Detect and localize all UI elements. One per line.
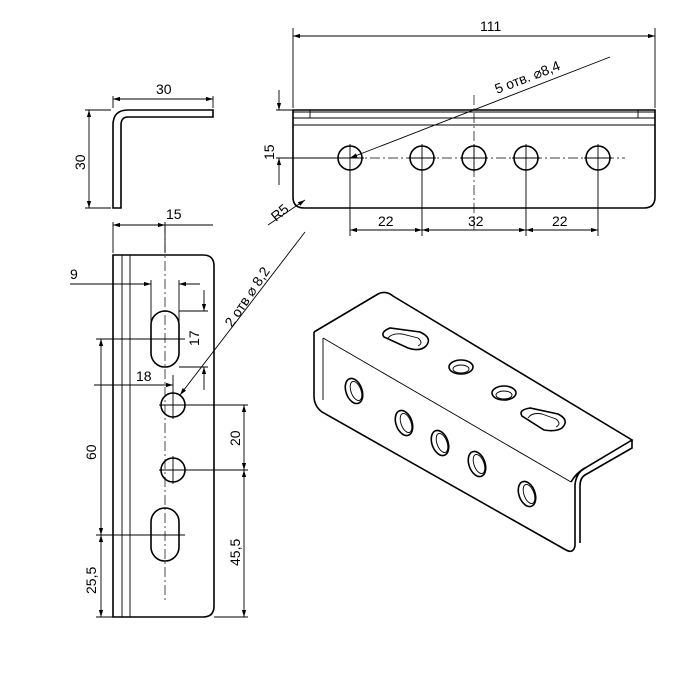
dim-pitch-middle: 32	[468, 213, 484, 229]
dim-hole-offset: 18	[136, 368, 152, 384]
iso-front-face	[313, 332, 586, 553]
isometric-view	[313, 291, 634, 553]
top-view: 111 15 R5 22 32 22 5 отв. ⌀8,4	[261, 18, 656, 236]
dim-slot-width: 9	[70, 266, 78, 282]
slot	[145, 310, 185, 368]
dim-hole-row-height: 15	[261, 144, 277, 160]
dim-slot-length: 17	[186, 330, 202, 346]
hole	[512, 144, 540, 172]
dim-corner-radius: R5	[268, 200, 292, 224]
iso-hole	[430, 429, 450, 457]
iso-hole	[394, 409, 414, 437]
dim-pitch-left: 22	[378, 213, 394, 229]
profile-outline	[112, 109, 214, 209]
iso-hole	[344, 377, 364, 405]
hole	[584, 144, 612, 172]
iso-top-face	[313, 291, 634, 483]
iso-slot	[382, 327, 430, 351]
profile-view: 30 30	[72, 81, 214, 209]
front-view: 15 9 17 18 2 отв ⌀ 8,2 20 45,5	[70, 206, 306, 618]
iso-hole	[467, 450, 487, 478]
hole-callout: 5 отв. ⌀8,4	[492, 57, 562, 97]
iso-hole	[517, 480, 537, 508]
dim-hole-spacing: 20	[227, 430, 243, 446]
dim-slot-offset: 15	[166, 206, 182, 222]
hole	[159, 391, 187, 419]
dim-lower-hole-to-bottom: 45,5	[227, 539, 243, 566]
dim-overall-length: 111	[480, 18, 501, 34]
slot	[145, 507, 185, 562]
front-view-outline	[112, 254, 215, 618]
dim-profile-width: 30	[156, 81, 172, 97]
front-hole-callout: 2 отв ⌀ 8,2	[221, 264, 273, 330]
iso-hole	[448, 359, 474, 375]
top-view-outline	[292, 109, 656, 209]
hole	[408, 144, 436, 172]
iso-slot	[520, 407, 566, 432]
hole	[159, 456, 187, 484]
dim-pitch-right: 22	[552, 213, 568, 229]
leader-line	[179, 231, 306, 396]
dim-slot-spacing: 60	[83, 444, 99, 460]
dim-profile-height: 30	[72, 154, 88, 170]
leader-line	[349, 56, 611, 159]
dim-slot-to-bottom: 25,5	[83, 567, 99, 594]
iso-hole	[491, 385, 517, 401]
